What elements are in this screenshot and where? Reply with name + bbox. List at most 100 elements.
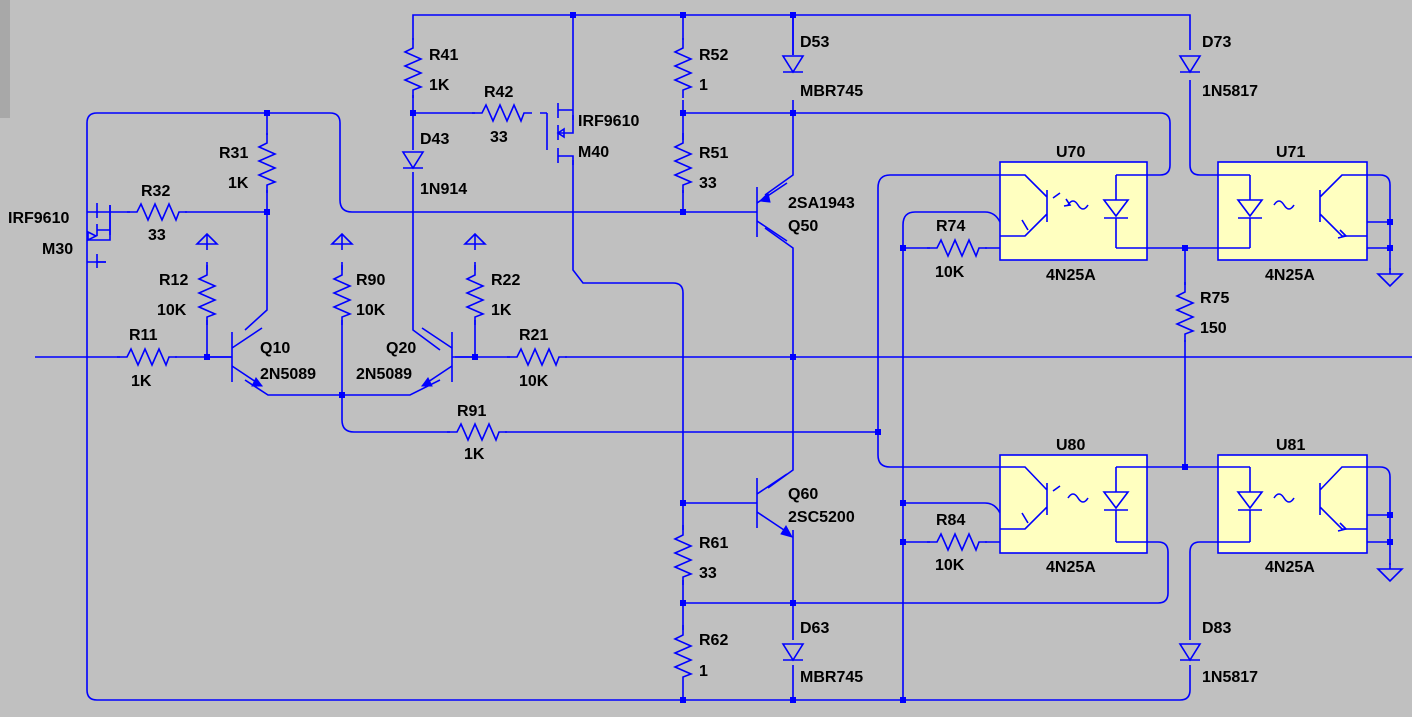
resistor-r52[interactable]: R52 1 — [674, 37, 728, 99]
transistor-q20[interactable]: Q20 2N5089 — [356, 327, 475, 387]
resistor-r32[interactable]: R32 33 — [126, 183, 188, 244]
r41-value: 1K — [429, 77, 450, 94]
r41-ref: R41 — [429, 47, 458, 64]
r11-value: 1K — [131, 373, 152, 390]
resistor-r62[interactable]: R62 1 — [674, 624, 728, 686]
wires — [35, 14, 1412, 701]
optocoupler-u70[interactable]: U70 4N25A — [999, 144, 1148, 284]
diode-d63[interactable]: D63 MBR745 — [782, 620, 863, 686]
u71-value: 4N25A — [1265, 267, 1315, 284]
q10-ref: Q10 — [260, 340, 290, 357]
u71-ref: U71 — [1276, 144, 1305, 161]
r62-ref: R62 — [699, 632, 728, 649]
d53-value: MBR745 — [800, 83, 863, 100]
r32-value: 33 — [148, 227, 166, 244]
q50-ref: Q50 — [788, 218, 818, 235]
u81-ref: U81 — [1276, 437, 1305, 454]
r31-ref: R31 — [219, 145, 248, 162]
r42-value: 33 — [490, 129, 508, 146]
m30-value: IRF9610 — [8, 210, 69, 227]
r91-ref: R91 — [457, 403, 486, 420]
u70-value: 4N25A — [1046, 267, 1096, 284]
d63-value: MBR745 — [800, 669, 863, 686]
resistor-r74[interactable]: R74 10K — [926, 218, 988, 281]
r74-value: 10K — [935, 264, 965, 281]
resistor-r11[interactable]: R11 1K — [116, 327, 178, 390]
optocoupler-u81[interactable]: U81 4N25A — [1217, 437, 1368, 576]
resistor-r42[interactable]: R42 33 — [471, 84, 533, 146]
ground-u81 — [1377, 562, 1403, 582]
r32-ref: R32 — [141, 183, 170, 200]
r91-value: 1K — [464, 446, 485, 463]
resistor-r21[interactable]: R21 10K — [506, 327, 568, 390]
resistor-r61[interactable]: R61 33 — [674, 524, 728, 586]
r52-value: 1 — [699, 77, 708, 94]
r12-ref: R12 — [159, 272, 188, 289]
mosfet-m30[interactable]: IRF9610 M30 — [8, 203, 111, 268]
m30-ref: M30 — [42, 241, 73, 258]
transistor-q60[interactable]: Q60 2SC5200 — [756, 473, 855, 538]
r21-value: 10K — [519, 373, 549, 390]
resistor-r90[interactable]: R90 10K — [333, 264, 386, 326]
u80-value: 4N25A — [1046, 559, 1096, 576]
diode-d73[interactable]: D73 1N5817 — [1179, 34, 1258, 100]
resistor-r22[interactable]: R22 1K — [466, 264, 520, 326]
u80-ref: U80 — [1056, 437, 1085, 454]
resistor-r75[interactable]: R75 150 — [1176, 281, 1229, 343]
resistor-r91[interactable]: R91 1K — [446, 403, 508, 463]
resistor-r41[interactable]: R41 1K — [404, 37, 458, 99]
ref-arrow-r22 — [464, 233, 486, 251]
u81-value: 4N25A — [1265, 559, 1315, 576]
diode-d53[interactable]: D53 MBR745 — [782, 34, 863, 100]
transistor-q10[interactable]: Q10 2N5089 — [207, 327, 316, 387]
m40-value: IRF9610 — [578, 113, 639, 130]
mosfet-m40[interactable]: IRF9610 M40 — [546, 103, 639, 165]
r75-ref: R75 — [1200, 290, 1229, 307]
r61-ref: R61 — [699, 535, 728, 552]
u70-ref: U70 — [1056, 144, 1085, 161]
r42-ref: R42 — [484, 84, 513, 101]
window-edge — [0, 0, 10, 118]
d63-ref: D63 — [800, 620, 829, 637]
r90-ref: R90 — [356, 272, 385, 289]
resistor-r84[interactable]: R84 10K — [926, 512, 988, 574]
d73-ref: D73 — [1202, 34, 1231, 51]
q60-value: 2SC5200 — [788, 509, 855, 526]
r51-ref: R51 — [699, 145, 728, 162]
transistor-q50[interactable]: 2SA1943 Q50 — [756, 182, 855, 242]
q20-value: 2N5089 — [356, 366, 412, 383]
q20-ref: Q20 — [386, 340, 416, 357]
r75-value: 150 — [1200, 320, 1227, 337]
r22-ref: R22 — [491, 272, 520, 289]
d83-value: 1N5817 — [1202, 669, 1258, 686]
ref-arrow-r90 — [331, 233, 353, 251]
m40-ref: M40 — [578, 144, 609, 161]
resistor-r12[interactable]: R12 10K — [157, 264, 216, 326]
d53-ref: D53 — [800, 34, 829, 51]
r61-value: 33 — [699, 565, 717, 582]
d83-ref: D83 — [1202, 620, 1231, 637]
resistor-r31[interactable]: R31 1K — [219, 132, 276, 194]
optocoupler-u80[interactable]: U80 4N25A — [999, 437, 1148, 576]
r84-value: 10K — [935, 557, 965, 574]
d73-value: 1N5817 — [1202, 83, 1258, 100]
r22-value: 1K — [491, 302, 512, 319]
diode-d43[interactable]: D43 1N914 — [402, 131, 467, 198]
r90-value: 10K — [356, 302, 386, 319]
r12-value: 10K — [157, 302, 187, 319]
r74-ref: R74 — [936, 218, 965, 235]
r84-ref: R84 — [936, 512, 965, 529]
diode-d83[interactable]: D83 1N5817 — [1179, 620, 1258, 686]
q60-ref: Q60 — [788, 486, 818, 503]
r11-ref: R11 — [129, 327, 158, 344]
r21-ref: R21 — [519, 327, 548, 344]
q10-value: 2N5089 — [260, 366, 316, 383]
r31-value: 1K — [228, 175, 249, 192]
optocoupler-u71[interactable]: U71 4N25A — [1217, 144, 1368, 284]
ground-u71 — [1377, 267, 1403, 287]
resistor-r51[interactable]: R51 33 — [674, 132, 728, 194]
r52-ref: R52 — [699, 47, 728, 64]
q50-value: 2SA1943 — [788, 195, 855, 212]
r51-value: 33 — [699, 175, 717, 192]
